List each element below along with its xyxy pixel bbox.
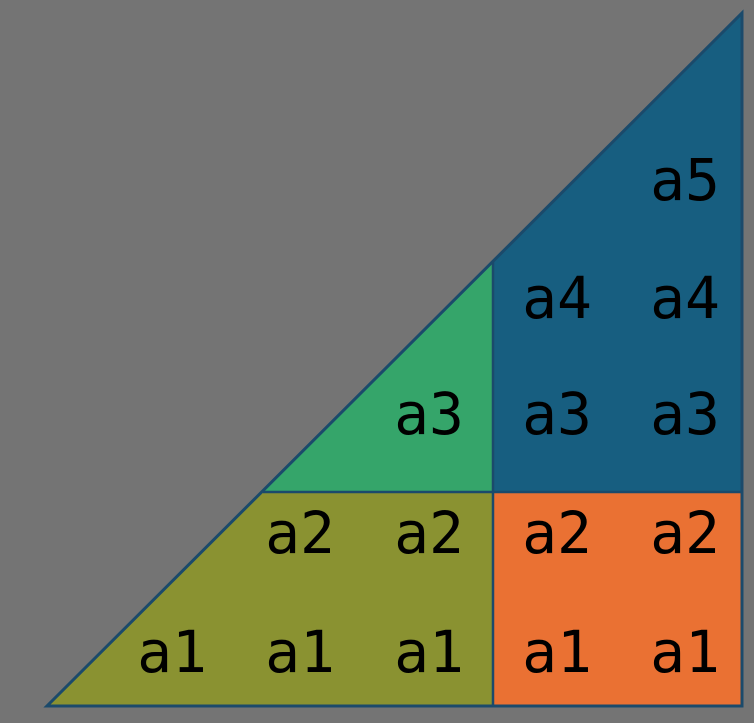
cell-a3: a3 (650, 380, 720, 448)
orange-region (493, 492, 742, 706)
cell-a2: a2 (522, 499, 592, 567)
triangle-outline (43, 9, 744, 708)
cell-a3: a3 (394, 380, 464, 448)
cell-a5: a5 (650, 146, 720, 214)
cell-a1: a1 (265, 618, 335, 686)
cell-a1: a1 (650, 618, 720, 686)
cell-a1: a1 (137, 618, 207, 686)
cell-a2: a2 (265, 499, 335, 567)
olive-region (47, 492, 493, 706)
cell-a2: a2 (650, 499, 720, 567)
cell-a2: a2 (394, 499, 464, 567)
cell-a4: a4 (650, 264, 720, 332)
blue-region (493, 13, 742, 492)
cell-a1: a1 (394, 618, 464, 686)
cell-a4: a4 (522, 264, 592, 332)
cell-a3: a3 (522, 380, 592, 448)
cell-a1: a1 (522, 618, 592, 686)
